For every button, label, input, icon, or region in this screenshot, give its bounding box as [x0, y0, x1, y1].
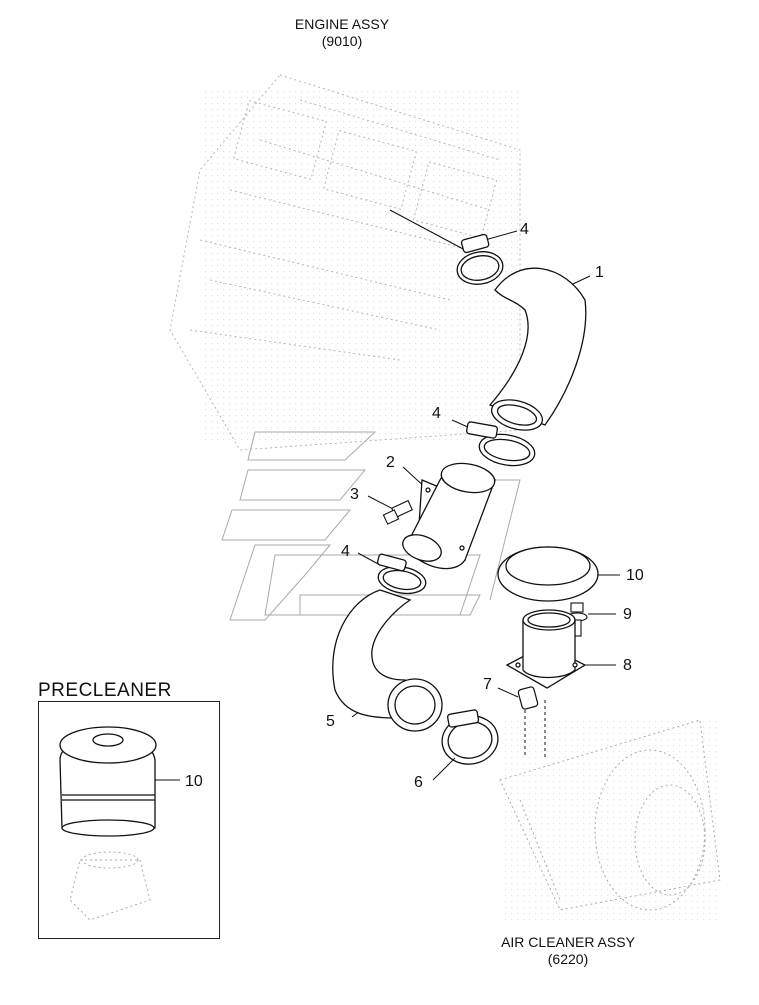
adapter — [505, 609, 587, 689]
clamp-bottom — [441, 709, 499, 765]
callout-hose-upper: 1 — [595, 264, 604, 281]
cap — [497, 546, 599, 602]
callout-bolt: 3 — [350, 486, 359, 503]
precleaner-base-ghost — [69, 851, 151, 921]
lower-hose — [332, 589, 443, 732]
callout-bolt-adapter: 9 — [623, 606, 632, 623]
clamp-top — [456, 233, 504, 285]
engine-texture — [200, 90, 520, 440]
upper-hose — [488, 267, 587, 431]
clamp-upper-mid — [466, 421, 536, 467]
callout-clamp-top: 4 — [520, 221, 529, 238]
engine-assy-title: ENGINE ASSY (9010) — [285, 16, 399, 50]
air-cleaner-assy-title: AIR CLEANER ASSY (6220) — [488, 934, 648, 968]
bolt — [382, 499, 414, 525]
callout-clip: 7 — [483, 676, 492, 693]
callout-adapter: 8 — [623, 657, 632, 674]
air-cleaner-texture — [500, 720, 720, 920]
clamp-lower-mid — [376, 553, 427, 595]
air-cleaner-assy-name: AIR CLEANER ASSY — [501, 934, 635, 950]
callout-cap: 10 — [626, 567, 644, 584]
air-cleaner-assy-code: (6220) — [547, 951, 589, 967]
clip — [517, 686, 539, 710]
callout-pipe: 2 — [386, 454, 395, 471]
precleaner-title: PRECLEANER — [38, 680, 172, 701]
callout-clamp-bottom: 6 — [414, 774, 423, 791]
callout-clamp-upper-mid: 4 — [432, 405, 441, 422]
pipe-with-flange — [402, 462, 496, 570]
callout-clamp-lower-mid: 4 — [341, 543, 350, 560]
engine-assy-code: (9010) — [321, 33, 363, 49]
engine-assy-name: ENGINE ASSY — [294, 16, 390, 32]
precleaner-drawing — [59, 726, 157, 837]
callout-precleaner: 10 — [185, 773, 203, 790]
precleaner-inset-frame — [38, 701, 220, 939]
callout-hose-lower: 5 — [326, 713, 335, 730]
